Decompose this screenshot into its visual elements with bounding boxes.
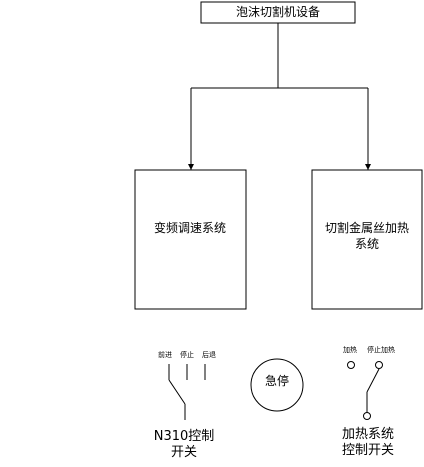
left-system-label: 变频调速系统: [154, 220, 226, 235]
heating-label-heat: 加热: [343, 345, 357, 354]
right-system-box: [311, 169, 423, 310]
emergency-stop-label: 急停: [265, 373, 289, 388]
heating-left-terminal: [347, 361, 355, 369]
left-arrowhead: [188, 164, 194, 170]
heating-bottom-terminal: [363, 412, 371, 420]
heating-switch: 加热 停止加热 加热系统 控制开关: [342, 345, 395, 458]
left-system-box: [134, 169, 247, 310]
heating-right-terminal: [375, 361, 383, 369]
emergency-stop-button-icon: [250, 358, 304, 412]
n310-position-stop: 停止: [180, 350, 194, 359]
heating-label-line1: 加热系统: [342, 427, 394, 442]
n310-switch: 前进 停止 后退 N310控制 开关: [154, 350, 216, 460]
right-system-label-line1: 切割金属丝加热: [325, 220, 409, 235]
heating-label-stop: 停止加热: [367, 345, 395, 354]
connector-lines: [188, 23, 371, 170]
top-equipment-node: 泡沫切割机设备: [200, 1, 356, 24]
heating-switch-lever: [366, 368, 380, 393]
top-equipment-label: 泡沫切割机设备: [236, 4, 320, 19]
n310-switch-lever: [168, 379, 186, 405]
right-arrowhead: [365, 164, 371, 170]
n310-position-reverse: 后退: [202, 350, 216, 359]
n310-label-line1: N310控制: [154, 429, 215, 444]
left-system-node: 变频调速系统: [134, 169, 247, 310]
emergency-stop-node: 急停: [250, 358, 304, 412]
n310-label-line2: 开关: [171, 445, 197, 460]
n310-position-forward: 前进: [158, 350, 172, 359]
right-system-label-line2: 系统: [355, 237, 379, 251]
right-system-node: 切割金属丝加热 系统: [311, 169, 423, 310]
heating-label-line2: 控制开关: [342, 443, 394, 458]
